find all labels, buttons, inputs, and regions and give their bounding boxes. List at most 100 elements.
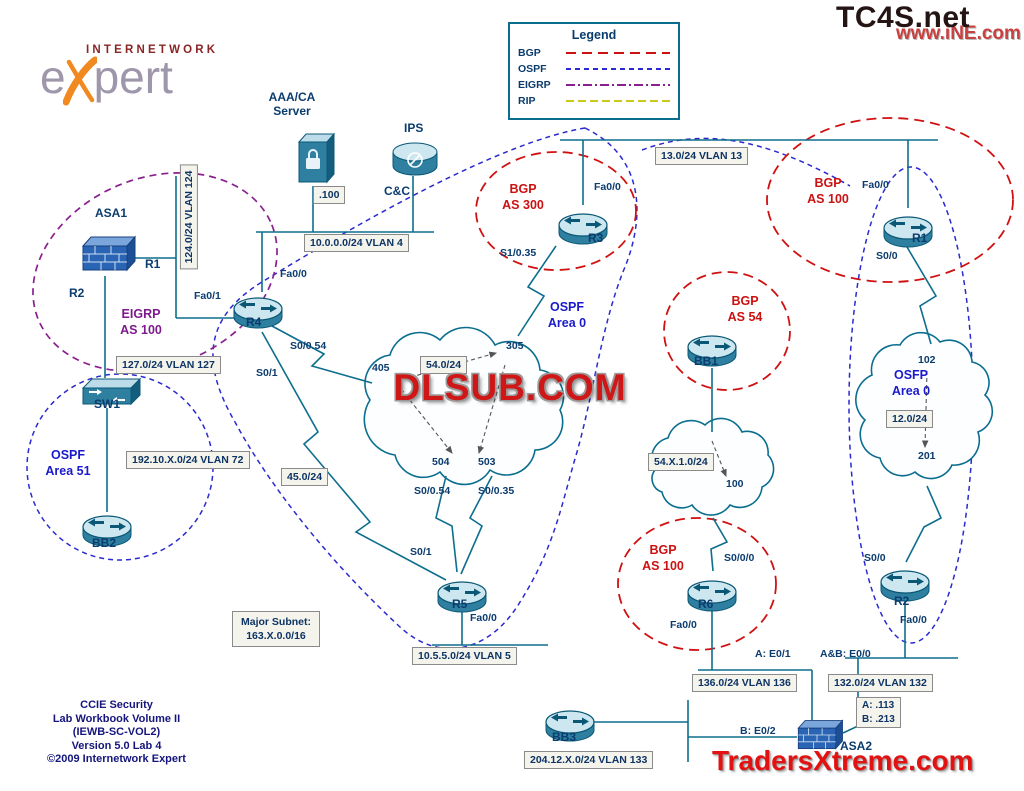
- legend: Legend BGP OSPF EIGRP RIP: [508, 22, 680, 120]
- device-label-bb1: BB1: [694, 354, 719, 368]
- dlci-201: 201: [918, 450, 936, 462]
- subnet-54: 54.0/24: [420, 356, 468, 375]
- if-r6-s000: S0/0/0: [724, 552, 755, 564]
- if-r4-s01: S0/1: [256, 367, 278, 379]
- logo-letters-pert: pert: [93, 51, 173, 104]
- legend-item-ospf: OSPF: [518, 63, 670, 75]
- device-label-r1-top: R1: [912, 231, 928, 245]
- footer-line-5: ©2009 Internetwork Expert: [47, 753, 186, 765]
- logo-swoosh-icon: [62, 56, 97, 106]
- device-label-ips: IPS: [404, 121, 424, 135]
- watermark-ine: www.iNE.com: [896, 23, 1021, 44]
- link-r4-r5: [261, 331, 447, 581]
- dlci-405: 405: [372, 362, 390, 374]
- dlci-102: 102: [918, 354, 936, 366]
- legend-item-bgp: BGP: [518, 47, 670, 59]
- watermark-dlsub: DLSUB.COM: [393, 367, 627, 408]
- device-label-r3: R3: [588, 231, 604, 245]
- legend-line-bgp: [566, 52, 670, 54]
- legend-line-eigrp: [566, 84, 670, 86]
- legend-item-eigrp: EIGRP: [518, 79, 670, 91]
- ips-sensor-icon: [392, 142, 438, 176]
- device-label-r6: R6: [698, 597, 714, 611]
- major-subnet-box: Major Subnet:163.X.0.0/16: [232, 611, 320, 648]
- if-r2-s00: S0/0: [864, 552, 886, 564]
- link-cloud-r2: [905, 485, 943, 563]
- bgp-as100-r1-region: [766, 117, 1014, 283]
- device-label-asa1: ASA1: [95, 206, 128, 220]
- if-r5-s0054: S0/0.54: [414, 485, 451, 497]
- bgp-as100-r6-region: [617, 517, 777, 651]
- if-r4-fa01: Fa0/1: [194, 290, 221, 302]
- network-links: [104, 139, 958, 762]
- logo-letter-e: e: [40, 51, 66, 104]
- if-asa2-b-e02: B: E0/2: [740, 725, 776, 737]
- firewall-asa1-icon: [82, 236, 136, 271]
- if-r4-s0054: S0/0.54: [290, 340, 327, 352]
- footer-line-4: Version 5.0 Lab 4: [71, 739, 162, 752]
- if-r3-fa00: Fa0/0: [594, 181, 621, 193]
- subnet-vlan4: 10.0.0.0/24 VLAN 4: [304, 234, 409, 253]
- frame-relay-clouds: [363, 326, 994, 516]
- subnet-45: 45.0/24: [281, 468, 329, 487]
- legend-line-ospf: [566, 68, 670, 70]
- legend-label-rip: RIP: [518, 95, 536, 107]
- if-r1-fa00: Fa0/0: [862, 179, 889, 191]
- ospf-area0-link-region: [641, 137, 851, 187]
- logo-expert-text: e pert: [40, 51, 218, 106]
- cloud-12: [855, 331, 994, 480]
- legend-label-eigrp: EIGRP: [518, 79, 551, 91]
- frame-relay-cloud-main: [363, 326, 565, 486]
- server-ip-box: .100: [313, 186, 346, 205]
- subnet-vlan72: 192.10.X.0/24 VLAN 72: [126, 451, 250, 470]
- subnet-vlan136: 136.0/24 VLAN 136: [692, 674, 797, 693]
- device-label-r4: R4: [246, 315, 262, 329]
- footer-line-3: (IEWB-SC-VOL2): [72, 726, 161, 738]
- device-label-sw1: SW1: [94, 397, 121, 411]
- internetwork-expert-logo: INTERNETWORK e pert: [40, 44, 218, 106]
- if-r1-s00: S0/0: [876, 250, 898, 262]
- subnet-vlan132: 132.0/24 VLAN 132: [828, 674, 933, 693]
- watermark-tc4s: TC4S.net: [836, 1, 971, 34]
- if-r5-s0035: S0/0.35: [478, 485, 515, 497]
- if-asa2-ab-e00: A&B: E0/0: [820, 648, 871, 660]
- if-r3-s1035: S1/0.35: [500, 247, 537, 259]
- subnet-12: 12.0/24: [886, 410, 934, 429]
- legend-item-rip: RIP: [518, 95, 670, 107]
- footer-line-2: Lab Workbook Volume II: [52, 712, 181, 725]
- asa2-address-box: A: .113 B: .213: [856, 697, 901, 728]
- link-cloud-r5-a: [435, 475, 458, 573]
- bgp-as300-region: [475, 151, 637, 271]
- dlci-503: 503: [478, 456, 496, 468]
- subnet-vlan13: 13.0/24 VLAN 13: [655, 147, 749, 166]
- subnet-vlan127: 127.0/24 VLAN 127: [116, 356, 221, 375]
- subnet-vlan5: 10.5.5.0/24 VLAN 5: [412, 647, 517, 666]
- serial-links: [261, 245, 943, 581]
- watermark-tradersxtreme: TradersXtreme.com: [712, 745, 974, 776]
- bgp-as54-region: [663, 271, 791, 391]
- if-r5-s01: S0/1: [410, 546, 432, 558]
- subnet-54x: 54.X.1.0/24: [648, 453, 714, 472]
- device-label-r5: R5: [452, 597, 468, 611]
- legend-label-ospf: OSPF: [518, 63, 547, 75]
- device-label-bb2: BB2: [92, 536, 117, 550]
- if-r2-fa00: Fa0/0: [900, 614, 927, 626]
- if-r6-fa00: Fa0/0: [670, 619, 697, 631]
- dlci-100: 100: [726, 478, 744, 490]
- link-r3-cloud: [517, 245, 557, 337]
- link-r1-cloud: [906, 246, 938, 345]
- device-label-bb3: BB3: [552, 730, 577, 744]
- device-label-r2-right: R2: [894, 594, 910, 608]
- device-label-cc: C&C: [384, 184, 410, 198]
- ospf-area0-region: [212, 127, 638, 650]
- link-cloud-r6: [710, 517, 729, 572]
